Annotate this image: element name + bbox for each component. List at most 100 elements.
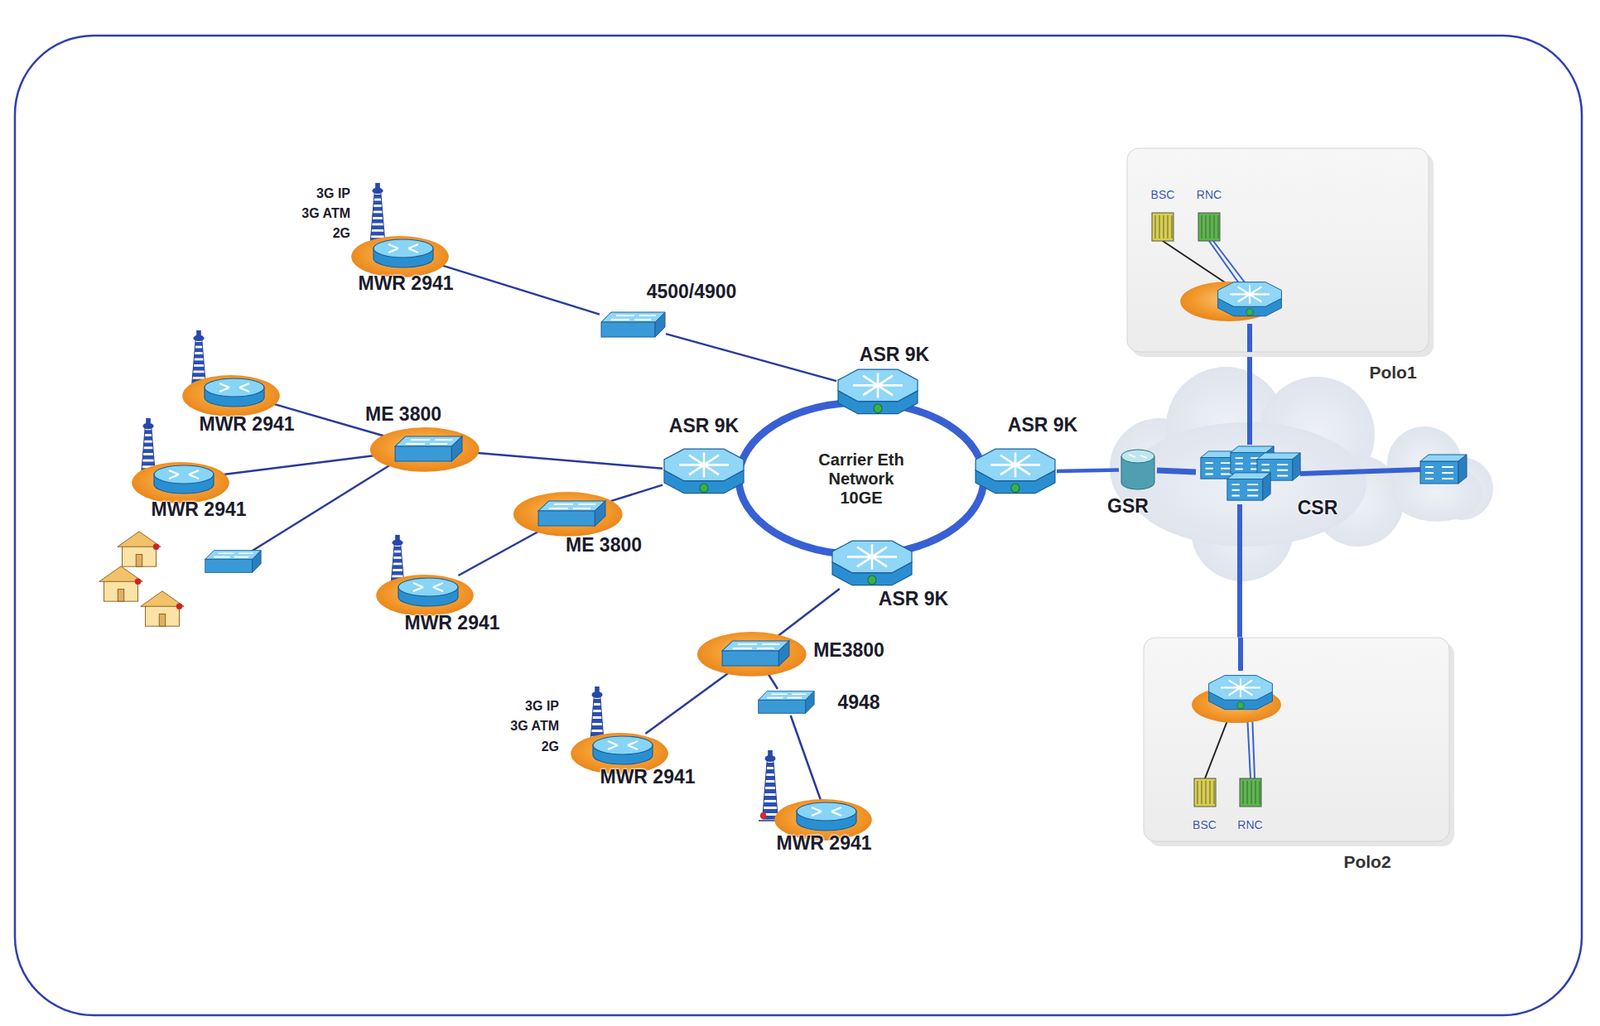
- gsr-label: GSR: [1107, 495, 1149, 518]
- network-link: [790, 715, 821, 800]
- panel-shape: [1127, 148, 1429, 352]
- cabinet-slot: [1205, 215, 1207, 239]
- network-link: [457, 528, 545, 576]
- network-link: [1056, 469, 1119, 472]
- cabinet-slot: [1242, 780, 1244, 805]
- rnc-label: RNC: [1196, 187, 1222, 202]
- asr-shape: [973, 447, 1057, 497]
- orange-halo: [351, 236, 449, 278]
- router-label: MWR 2941: [404, 612, 500, 635]
- service-label: 2G: [541, 739, 560, 755]
- asr-node: ASR 9K: [662, 447, 746, 497]
- cabinet-slot: [1250, 780, 1252, 805]
- router-node: MWR 2941: [395, 575, 462, 609]
- router-shape: [793, 800, 860, 834]
- switch-icon: [538, 501, 606, 526]
- cabinet-slot: [1204, 780, 1206, 805]
- router-shape: [150, 462, 217, 497]
- network-link: [1247, 351, 1253, 445]
- rnc-shape: [1239, 778, 1262, 807]
- service-label: 3G ATM: [301, 206, 351, 222]
- rnc-shape: [1198, 212, 1220, 241]
- site-panel: [1127, 148, 1429, 352]
- asr-router-icon: [838, 369, 918, 415]
- cabinet-slot: [1159, 215, 1161, 239]
- switch-icon: [601, 312, 666, 338]
- router-icon: [373, 239, 434, 268]
- bsc-shape: [1151, 212, 1174, 241]
- cabinet-slot: [1218, 215, 1220, 239]
- orange-halo: [182, 375, 280, 417]
- router-label: MWR 2941: [150, 498, 246, 521]
- switch-label: ME 3800: [565, 534, 642, 557]
- ring-label: Carrier Eth Network 10GE: [811, 450, 911, 508]
- router-icon: [796, 802, 857, 831]
- switch-icon: [722, 640, 790, 666]
- router-node: MWR 2941: [370, 236, 437, 270]
- router-icon: [398, 578, 458, 607]
- asr-router-icon: [832, 540, 912, 586]
- csr-node: CSR: [1195, 444, 1304, 505]
- switch-shape: [756, 689, 815, 716]
- router-node: MWR 2941: [150, 462, 217, 497]
- router-label: MWR 2941: [357, 272, 454, 295]
- network-link: [645, 668, 735, 734]
- router-label: MWR 2941: [198, 413, 294, 436]
- switch-node: ME3800: [720, 638, 791, 669]
- network-link: [665, 333, 837, 381]
- ring-network: [738, 402, 984, 555]
- asr-label: ASR 9K: [669, 414, 739, 438]
- core-link: [1247, 323, 1253, 352]
- orange-halo: [697, 631, 807, 677]
- controller-cabinet: [1194, 778, 1216, 807]
- orange-halo: [513, 491, 623, 537]
- cabinet-slot: [1171, 215, 1173, 239]
- cabinet-slot: [1209, 215, 1211, 239]
- site-panel: [1143, 637, 1450, 842]
- router-shape: [589, 733, 656, 767]
- switch-icon: [395, 436, 463, 462]
- switch-shape: [393, 433, 463, 464]
- controller-cabinet: [1239, 778, 1262, 807]
- orange-halo: [375, 574, 474, 617]
- gsr-router-icon: [1121, 449, 1155, 490]
- asr-label: ASR 9K: [859, 343, 930, 367]
- house-icon: [140, 591, 184, 627]
- gsr-shape: [1118, 448, 1157, 492]
- service-label: 2G: [332, 226, 351, 241]
- router-shape: [370, 236, 437, 270]
- router-icon: [592, 736, 653, 765]
- asr-node: ASR 9K: [830, 539, 914, 589]
- asr-shape: [830, 539, 914, 589]
- outer-frame: [14, 35, 1582, 1016]
- router-shape: [395, 575, 462, 609]
- cabinet-slot: [1214, 215, 1215, 239]
- csr-shape: [1195, 444, 1304, 505]
- router-icon: [154, 465, 214, 494]
- orange-halo: [131, 462, 230, 504]
- switch-icon: [758, 691, 815, 714]
- ring-node: Carrier Eth Network 10GE: [734, 398, 988, 560]
- switch-node: ME 3800: [393, 433, 463, 464]
- network-link: [775, 588, 840, 639]
- homes-link: [248, 460, 398, 554]
- cabinet-slot: [1213, 780, 1215, 805]
- panel-label: Polo1: [1368, 362, 1417, 383]
- cabinet-slot: [1258, 780, 1260, 805]
- rnc-node: RNC: [1239, 778, 1262, 807]
- asr-shape: [662, 447, 746, 497]
- controller-cabinet: [1198, 212, 1220, 241]
- right-cloud: [1387, 426, 1494, 522]
- asr-shape: [836, 367, 920, 418]
- site-cable: [1247, 713, 1251, 779]
- cell-tower: [758, 750, 782, 821]
- switch-node: ME 3800: [536, 498, 607, 529]
- csr-uplink: [1300, 469, 1421, 474]
- switch-node: 4500/4900: [599, 309, 666, 340]
- asr-router-icon: [975, 448, 1056, 494]
- homes-switch: [205, 550, 261, 574]
- bsc-node: BSC: [1151, 212, 1174, 241]
- switch-label: ME3800: [813, 639, 885, 662]
- router-label: MWR 2941: [775, 832, 872, 855]
- router-icon: [204, 378, 265, 407]
